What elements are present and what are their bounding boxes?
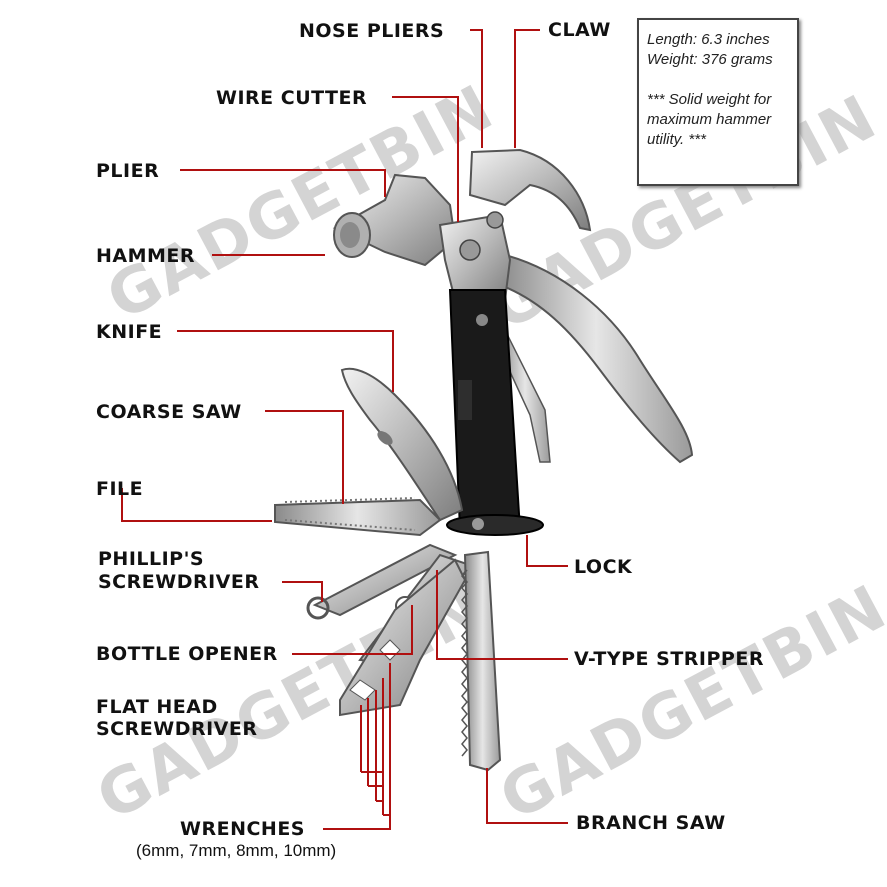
leader-file [121, 488, 272, 522]
label-wrench-sizes: (6mm, 7mm, 8mm, 10mm) [136, 841, 337, 860]
label-flat-head-line2: SCREWDRIVER [96, 718, 258, 740]
label-lock: LOCK [574, 556, 633, 578]
label-file: FILE [96, 478, 144, 500]
leader-branch-saw [486, 768, 568, 824]
hammer-head [332, 173, 457, 267]
plier-handle-right [498, 253, 694, 464]
label-v-stripper: V-TYPE STRIPPER [574, 648, 764, 670]
label-plier: PLIER [96, 160, 160, 182]
spec-weight: Weight: 376 grams [647, 51, 773, 68]
leader-v-stripper [436, 570, 568, 660]
label-coarse-saw: COARSE SAW [96, 401, 242, 423]
leader-wire-cutter [392, 96, 459, 222]
wrench-plate [339, 558, 467, 717]
phillips-screwdriver [312, 543, 458, 617]
leader-knife [177, 330, 394, 392]
leader-nose-pliers [470, 29, 483, 148]
spec-info-box: Length: 6.3 inches Weight: 376 grams ***… [637, 18, 799, 186]
leader-wrenches [323, 663, 391, 830]
leader-coarse-saw [265, 410, 344, 504]
leader-phillips [282, 581, 323, 602]
label-branch-saw: BRANCH SAW [576, 812, 726, 834]
leader-lines [121, 29, 568, 830]
spec-note: *** Solid weight for maximum hammer util… [647, 91, 772, 148]
claw [468, 148, 592, 232]
label-phillips-line2: SCREWDRIVER [98, 571, 260, 593]
label-nose-pliers: NOSE PLIERS [299, 20, 445, 42]
pivot-lock [446, 514, 544, 536]
label-hammer: HAMMER [96, 245, 196, 267]
leader-claw [514, 29, 540, 148]
label-flat-head-line1: FLAT HEAD [96, 696, 218, 718]
label-wire-cutter: WIRE CUTTER [216, 87, 368, 109]
leader-lock [526, 535, 568, 567]
label-wrenches: WRENCHES [180, 818, 305, 840]
label-knife: KNIFE [96, 321, 163, 343]
label-bottle-opener: BOTTLE OPENER [96, 643, 278, 665]
spec-length: Length: 6.3 inches [647, 31, 770, 48]
knife-blade [340, 367, 464, 522]
leader-plier [180, 169, 386, 197]
branch-saw [463, 550, 502, 772]
file-tool [274, 498, 442, 537]
label-claw: CLAW [548, 19, 611, 41]
leader-bottle-opener [292, 605, 413, 655]
label-phillips-line1: PHILLIP'S [98, 548, 205, 570]
